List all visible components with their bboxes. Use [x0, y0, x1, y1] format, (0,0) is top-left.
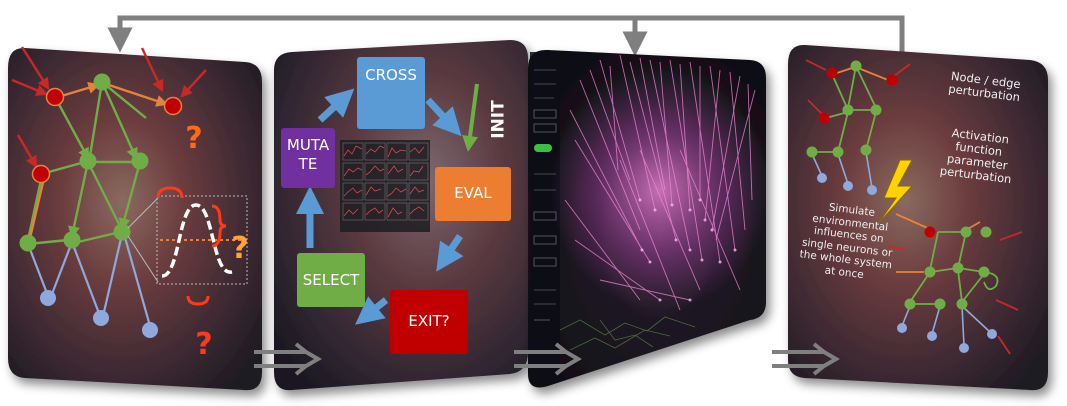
cycle-boxes [281, 57, 511, 354]
panel-perturbation [788, 44, 1048, 391]
small-network-top [805, 59, 911, 195]
fitness-plots-grid [340, 140, 430, 232]
cycle-arrows [296, 88, 464, 325]
cross-box [357, 57, 425, 129]
flow-arrow-icon [254, 342, 322, 376]
mutate-box [281, 128, 335, 188]
environmental-influence-text: Simulate environmental influences on sin… [798, 201, 894, 281]
lightning-icon [877, 159, 914, 225]
init-arrow [462, 83, 479, 152]
flow-arrows [254, 342, 840, 376]
connectome-rendering [550, 54, 770, 351]
flow-arrow-icon [772, 342, 840, 376]
select-box [297, 253, 365, 307]
flow-arrow-icon [514, 342, 582, 376]
network-graph [11, 46, 248, 338]
feedback-arrow-icon [107, 15, 905, 60]
activation-function-inset [127, 186, 248, 306]
small-network-bottom [887, 213, 1023, 355]
exit-box [390, 290, 468, 354]
feedback-loop-arrow [107, 15, 905, 60]
eval-box [435, 167, 511, 221]
